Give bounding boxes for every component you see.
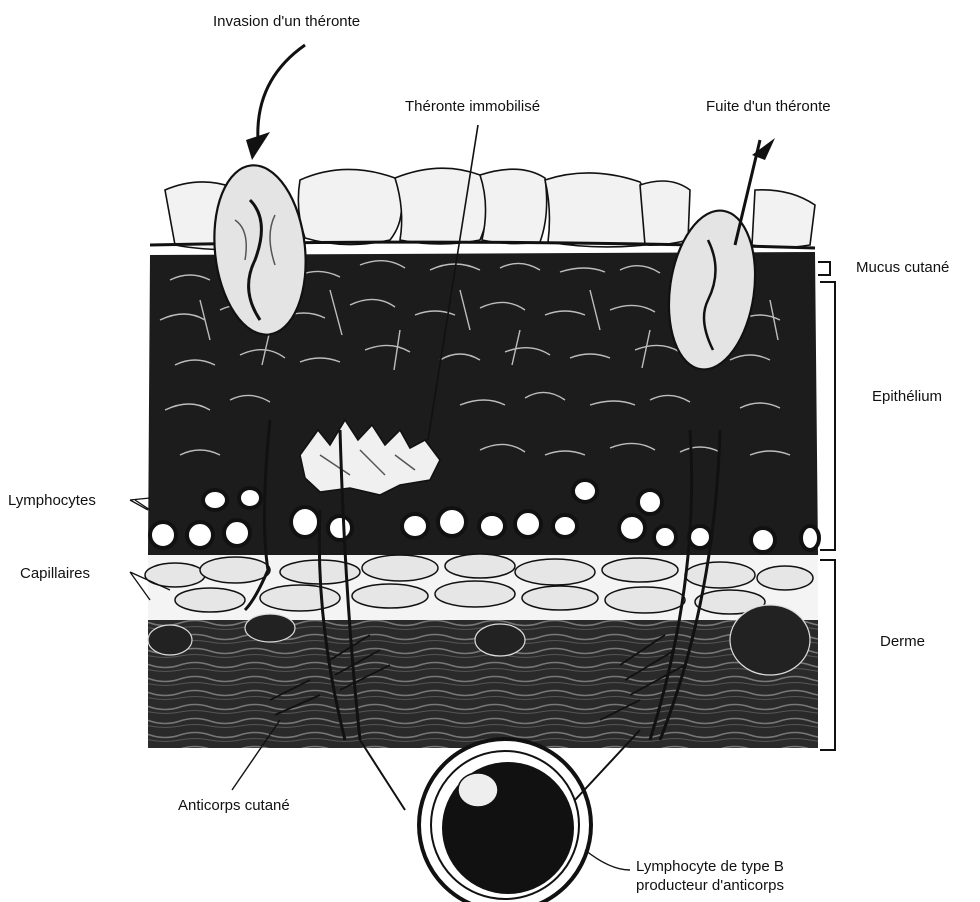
label-b-cell-line2: producteur d'anticorps (636, 876, 784, 895)
label-invasion: Invasion d'un théronte (213, 12, 360, 31)
dermis-layer (145, 554, 818, 748)
label-lymphocytes: Lymphocytes (8, 491, 96, 510)
b-lymphocyte (360, 730, 640, 902)
label-escape: Fuite d'un théronte (706, 97, 831, 116)
invasion-arrow (258, 45, 305, 140)
layer-bracket (818, 262, 835, 750)
label-dermis: Derme (880, 632, 925, 651)
label-immobilized: Théronte immobilisé (405, 97, 540, 116)
label-capillaries: Capillaires (20, 564, 90, 583)
label-b-cell: Lymphocyte de type B producteur d'antico… (636, 857, 784, 895)
label-epithelium: Epithélium (872, 387, 942, 406)
label-mucus: Mucus cutané (856, 258, 949, 277)
invasion-arrowhead (246, 132, 270, 160)
b-cell-pointer-line (585, 850, 630, 870)
label-b-cell-line1: Lymphocyte de type B (636, 857, 784, 876)
label-antibody: Anticorps cutané (178, 796, 290, 815)
